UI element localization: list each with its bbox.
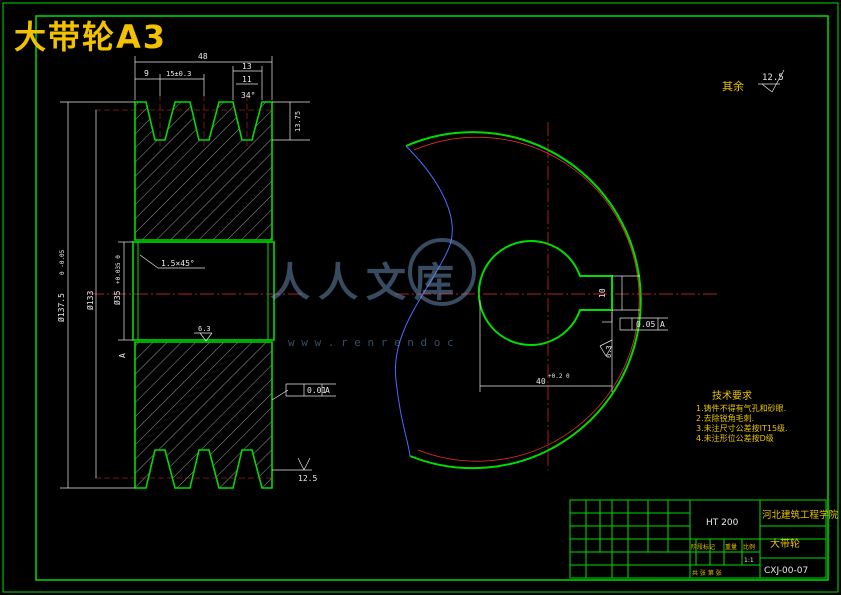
drawing-title: 大带轮A3 <box>14 18 168 56</box>
roughness-keyway: 6.3 <box>605 345 613 358</box>
dim-groove-pitch: 15±0.3 <box>166 70 191 78</box>
tech-requirement-item: 3.未注尺寸公差按IT15级. <box>696 424 788 433</box>
title-block-part-name: 大带轮 <box>770 537 800 550</box>
title-block-drawing-number: CXJ-00-07 <box>764 566 808 576</box>
dim-bore-diameter: Ø35 <box>112 290 122 305</box>
title-block-text: HT 200 河北建筑工程学院 大带轮 CXJ-00-07 阶段标记 重量 比例… <box>691 509 839 577</box>
watermark-logo-text: 人人文库 <box>270 260 462 306</box>
title-block-scale-label: 比例 <box>743 543 755 551</box>
break-line <box>394 145 453 457</box>
section-dimension-text: 48 9 15±0.3 13 11 34° 13.75 Ø137.5 0 -0.… <box>56 52 330 483</box>
watermark-logo-circle <box>408 238 476 306</box>
dim-outer-diameter-tol: 0 -0.05 <box>59 249 66 275</box>
title-block-weight-label: 重量 <box>725 543 737 551</box>
dim-groove-depth: 13.75 <box>294 111 302 132</box>
roughness-side: 12.5 <box>298 474 317 483</box>
tech-requirements-heading: 技术要求 <box>712 391 752 402</box>
roughness-general: 12.5 <box>762 73 784 83</box>
inner-frame <box>35 15 829 581</box>
dim-keyway-depth: 40 <box>536 377 546 386</box>
tech-requirement-item: 1.铸件不得有气孔和砂眼. <box>696 404 787 413</box>
end-view <box>394 122 718 470</box>
dim-keyway-depth-tol: +0.2 0 <box>548 373 570 380</box>
technical-requirements: 技术要求 1.铸件不得有气孔和砂眼. 2.去除锐角毛刺. 3.未注尺寸公差按IT… <box>696 392 788 444</box>
dim-groove-top-width: 13 <box>242 62 252 71</box>
roughness-bore: 6.3 <box>198 325 211 333</box>
symmetry-datum: A <box>660 320 665 329</box>
watermark: 人人文库 w w w . r e n r e n d o c <box>270 238 476 349</box>
title-block-material: HT 200 <box>706 518 739 528</box>
tech-requirement-item: 2.去除锐角毛刺. <box>696 414 755 423</box>
title-block <box>569 499 827 579</box>
bore-outline <box>132 241 275 341</box>
datum-label-a: A <box>118 353 127 358</box>
section-dimensions <box>60 56 336 489</box>
pitch-circle <box>413 136 640 462</box>
dim-overall-width: 48 <box>198 52 208 61</box>
dim-pitch-diameter: Ø133 <box>85 291 95 310</box>
dim-bore-diameter-tol: +0.035 0 <box>115 255 122 284</box>
runout-datum: A <box>325 386 330 395</box>
title-block-sheets: 共 张 第 张 <box>692 569 722 577</box>
dim-chamfer: 1.5×45° <box>161 259 195 268</box>
title-block-school: 河北建筑工程学院 <box>762 509 839 521</box>
dim-groove-mid-width: 11 <box>242 75 252 84</box>
watermark-url: w w w . r e n r e n d o c <box>288 336 454 349</box>
tech-requirement-item: 4.未注形位公差按D级 <box>696 434 774 443</box>
title-block-stage-label: 阶段标记 <box>691 543 715 551</box>
end-view-dimension-text: 10 0.05 A 6.3 40 +0.2 0 其余 12.5 <box>536 73 784 386</box>
section-view <box>90 95 305 489</box>
dim-groove-angle: 34° <box>241 91 255 100</box>
title-block-scale-value: 1:1 <box>744 557 754 564</box>
outer-rim-outline <box>405 131 642 470</box>
end-view-dimensions <box>479 69 785 392</box>
runout-tolerance: 0.01 <box>307 386 326 395</box>
dim-keyway-width: 10 <box>598 288 607 298</box>
section-hatch-upper <box>134 101 273 241</box>
bore-keyway-outline <box>477 240 613 346</box>
section-hatch-lower <box>134 341 273 489</box>
roughness-note-label: 其余 <box>722 79 744 93</box>
dim-first-groove-offset: 9 <box>144 69 149 78</box>
symmetry-tolerance: 0.05 <box>636 320 655 329</box>
dim-outer-diameter: Ø137.5 <box>56 293 66 322</box>
